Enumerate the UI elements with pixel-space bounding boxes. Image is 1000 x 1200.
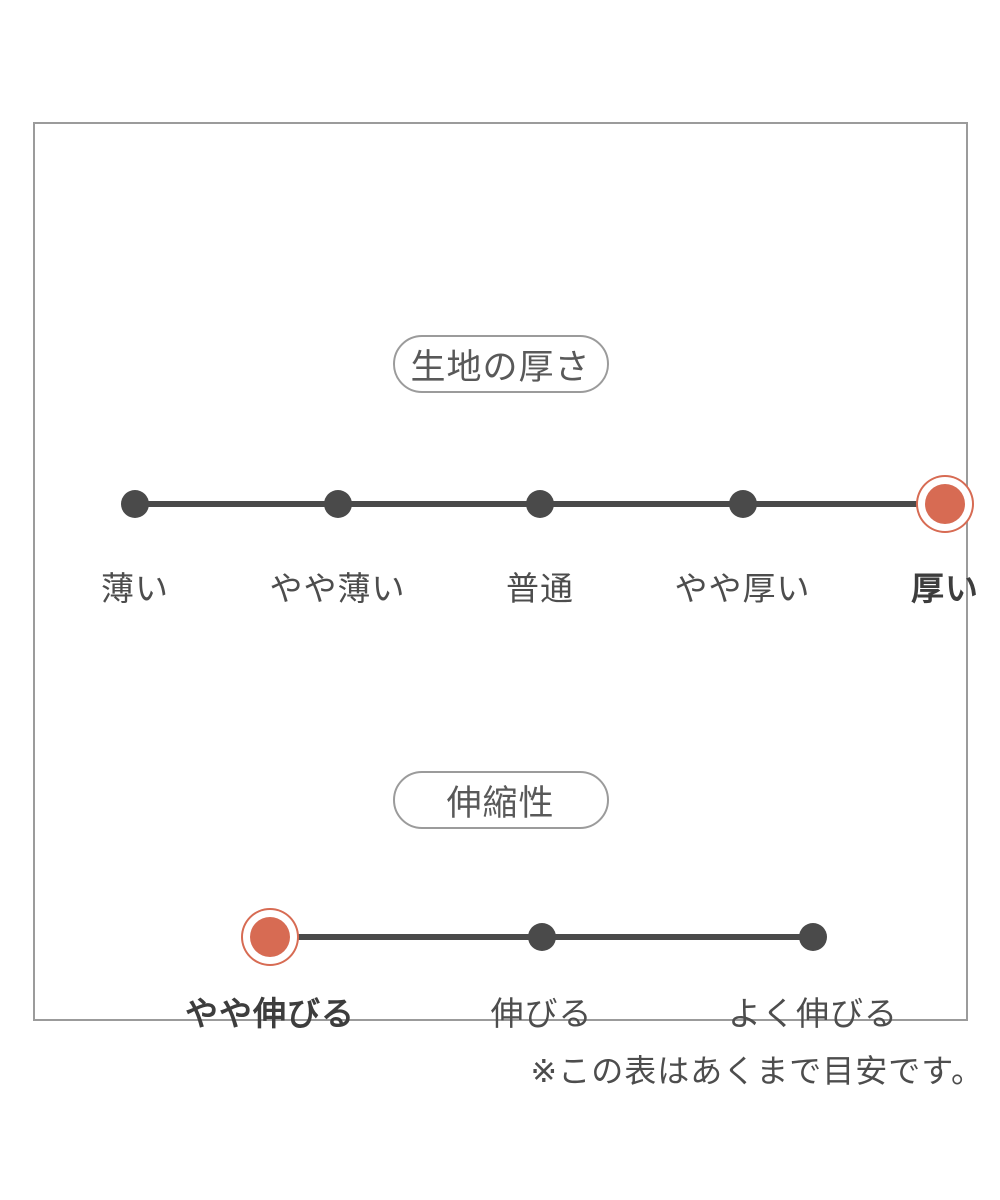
stretch-labels: やや伸びる 伸びる よく伸びる — [185, 987, 897, 1033]
chart-frame: 生地の厚さ 薄い やや薄い 普通 やや厚い 厚い 伸縮性 — [33, 122, 978, 1033]
section-title-stretch-label: 伸縮性 — [446, 783, 555, 824]
disclaimer-note: ※この表はあくまで目安です。 — [530, 1052, 984, 1090]
thickness-scale — [121, 484, 965, 524]
stretch-label-very-stretchy: よく伸びる — [728, 994, 898, 1033]
section-title-stretch: 伸縮性 — [392, 771, 609, 829]
stretch-label-stretchy: 伸びる — [490, 994, 593, 1033]
thickness-label-somewhat-thick: やや厚い — [674, 569, 811, 608]
thickness-dot-2 — [323, 490, 352, 518]
thickness-label-thick-selected: 厚い — [911, 569, 979, 608]
stretch-scale — [250, 917, 827, 957]
thickness-dot-3 — [526, 490, 554, 518]
thickness-labels: 薄い やや薄い 普通 やや厚い 厚い — [101, 562, 978, 608]
section-title-thickness: 生地の厚さ — [392, 335, 609, 393]
thickness-dot-5-selected-marker — [925, 484, 965, 524]
thickness-dot-1 — [121, 490, 149, 518]
thickness-label-thin: 薄い — [101, 569, 169, 608]
thickness-dot-4 — [728, 490, 757, 518]
section-title-thickness-label: 生地の厚さ — [410, 347, 591, 388]
stretch-dot-3 — [799, 923, 827, 951]
stretch-dot-1-selected-marker — [250, 917, 290, 957]
thickness-label-somewhat-thin: やや薄い — [269, 569, 406, 608]
thickness-label-normal: 普通 — [506, 569, 574, 608]
stretch-dot-2 — [527, 923, 556, 951]
stretch-label-somewhat-stretchy-selected: やや伸びる — [185, 994, 355, 1033]
